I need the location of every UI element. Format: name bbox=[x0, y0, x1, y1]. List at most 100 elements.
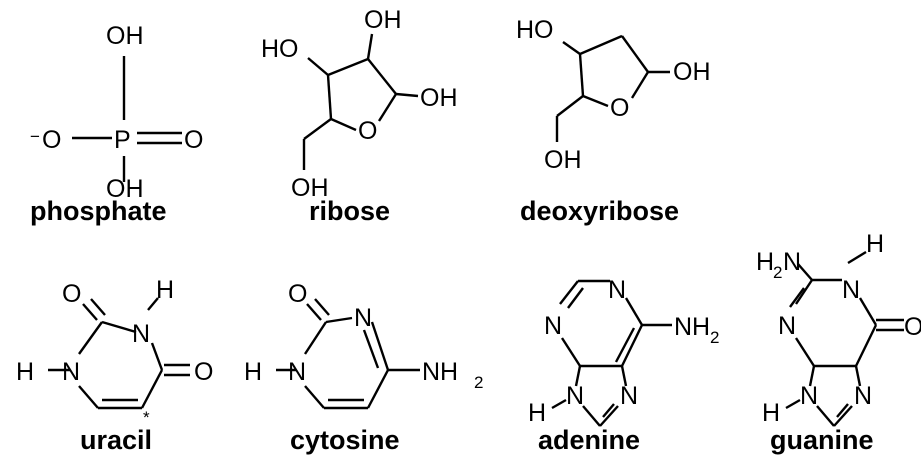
uracil-asterisk: * bbox=[143, 408, 150, 427]
uracil-o-top: O bbox=[62, 280, 81, 308]
bond-uracil-c2-o-2 bbox=[90, 298, 106, 316]
bond-gua-c5-n7 bbox=[854, 365, 862, 387]
ribose-oh-top: OH bbox=[364, 6, 402, 34]
bond-cyt-c2-o-2 bbox=[314, 298, 330, 316]
adenine-n3: N bbox=[608, 276, 626, 304]
cytosine-nh2-subscript: 2 bbox=[474, 373, 483, 392]
ribose-structure: HO OH OH O OH ribose bbox=[261, 6, 458, 226]
guanine-amino-n: N bbox=[783, 248, 801, 276]
guanine-n1: N bbox=[842, 276, 860, 304]
guanine-n9: N bbox=[800, 382, 818, 410]
bond-ade-n3-c4 bbox=[624, 297, 644, 326]
bond-ade-c6-c5-inner bbox=[614, 327, 636, 363]
bond-deoxy-ho-c2 bbox=[562, 41, 581, 55]
ribose-oh-bottom: OH bbox=[291, 174, 329, 202]
ribose-ring-o: O bbox=[358, 117, 377, 145]
bond-gua-c2-n3-inner bbox=[789, 287, 805, 308]
guanine-n3: N bbox=[778, 312, 796, 340]
guanine-o: O bbox=[904, 313, 921, 341]
bond-cyt-n3-c4 bbox=[370, 321, 390, 371]
bond-cyt-c2-o-1 bbox=[306, 303, 322, 321]
adenine-h: H bbox=[528, 399, 546, 427]
deoxyribose-ho: HO bbox=[516, 16, 554, 44]
bond-ade-n1-c2-inner bbox=[567, 287, 584, 309]
bond-ade-c8-n7-inner bbox=[602, 403, 615, 418]
guanine-h-left-of-nh2: H bbox=[756, 248, 774, 276]
bond-gua-n9-c8 bbox=[816, 405, 835, 427]
bond-ade-c5-n7 bbox=[620, 365, 628, 387]
cytosine-n1: N bbox=[288, 358, 306, 386]
cytosine-n3: N bbox=[354, 304, 372, 332]
uracil-h-top: H bbox=[156, 276, 174, 304]
adenine-n9: N bbox=[566, 382, 584, 410]
bond-uracil-c6-n1 bbox=[78, 385, 99, 409]
phosphate-o-double: O bbox=[184, 126, 203, 154]
label-adenine: adenine bbox=[538, 425, 640, 455]
bond-gua-c6-c5 bbox=[854, 324, 878, 367]
label-phosphate: phosphate bbox=[30, 196, 167, 226]
bond-ribose-c1-c2 bbox=[326, 74, 333, 120]
bond-gua-n1-h bbox=[847, 250, 867, 265]
bond-gua-h-n9 bbox=[785, 398, 801, 410]
bond-gua-c8-n7 bbox=[833, 405, 853, 427]
phosphate-o-minus: O bbox=[42, 126, 61, 154]
bond-deoxy-o-c1 bbox=[582, 94, 609, 108]
cytosine-h-left: H bbox=[244, 358, 262, 386]
bond-gua-nh2-c2 bbox=[797, 263, 813, 281]
label-guanine: guanine bbox=[770, 425, 874, 455]
bond-ribose-c1-ch2 bbox=[303, 118, 332, 140]
phosphate-oh-bottom: OH bbox=[106, 175, 144, 203]
label-uracil: uracil bbox=[80, 425, 152, 455]
adenine-n1: N bbox=[544, 312, 562, 340]
bond-gua-n1-c6 bbox=[858, 297, 878, 326]
bond-deoxy-c3-c4 bbox=[621, 35, 649, 73]
bond-gua-c4-n3 bbox=[794, 337, 816, 367]
uracil-n1: N bbox=[62, 358, 80, 386]
bond-uracil-c4-c5 bbox=[140, 369, 164, 409]
guanine-h: H bbox=[762, 399, 780, 427]
phosphate-structure: OH − O P O OH phosphate bbox=[30, 22, 203, 226]
bond-ade-c4-n3 bbox=[560, 337, 582, 367]
bond-ribose-c4-o bbox=[377, 93, 398, 122]
deoxyribose-oh-bottom: OH bbox=[544, 146, 582, 174]
cytosine-o-top: O bbox=[288, 280, 307, 308]
bond-deoxy-c1-c2 bbox=[578, 53, 585, 97]
bond-deoxy-c4-o bbox=[630, 71, 650, 99]
phosphate-minus-charge: − bbox=[30, 127, 40, 146]
uracil-structure: H N O N H O * uracil bbox=[16, 276, 213, 455]
bond-ribose-o-c1 bbox=[330, 117, 357, 132]
bond-uracil-c2-o-1 bbox=[82, 303, 98, 321]
deoxyribose-structure: HO OH O OH deoxyribose bbox=[516, 16, 711, 226]
bond-ade-c6-c5 bbox=[620, 324, 644, 367]
cytosine-structure: H N O N NH 2 cytosine bbox=[244, 280, 483, 455]
guanine-structure: H 2 N H N N O N N H guanine bbox=[756, 230, 921, 455]
bond-ribose-c2-oh bbox=[307, 57, 329, 76]
phosphate-p: P bbox=[114, 126, 131, 154]
bond-deoxy-c2-c3 bbox=[579, 34, 623, 56]
uracil-h-left: H bbox=[16, 358, 34, 386]
bond-ade-n1-c2 bbox=[559, 280, 579, 305]
guanine-h2-subscript: 2 bbox=[773, 263, 782, 282]
adenine-nh: NH bbox=[674, 313, 710, 341]
bond-cyt-c4-c5 bbox=[366, 369, 390, 409]
ribose-oh-right: OH bbox=[420, 84, 458, 112]
adenine-nh2-subscript: 2 bbox=[710, 328, 719, 347]
deoxyribose-ring-o: O bbox=[610, 94, 629, 122]
deoxyribose-oh-right: OH bbox=[673, 58, 711, 86]
uracil-n3: N bbox=[132, 320, 150, 348]
phosphate-oh-top: OH bbox=[106, 22, 144, 50]
bond-gua-c8-n7-inner bbox=[836, 403, 849, 418]
bond-deoxy-c1-ch2 bbox=[556, 95, 584, 117]
bond-ade-n9-c8 bbox=[582, 405, 601, 427]
guanine-n7: N bbox=[854, 382, 872, 410]
bond-ribose-c4-oh bbox=[395, 92, 419, 98]
cytosine-nh: NH bbox=[422, 358, 458, 386]
bond-cyt-n3-c4-inner bbox=[362, 329, 380, 369]
label-cytosine: cytosine bbox=[290, 425, 400, 455]
bond-ribose-c3-c4 bbox=[367, 58, 397, 95]
label-deoxyribose: deoxyribose bbox=[520, 196, 679, 226]
bond-ribose-c3-oh bbox=[366, 33, 374, 60]
bond-gua-c4-n9 bbox=[808, 365, 816, 387]
bond-cyt-n1-c2 bbox=[303, 321, 328, 355]
